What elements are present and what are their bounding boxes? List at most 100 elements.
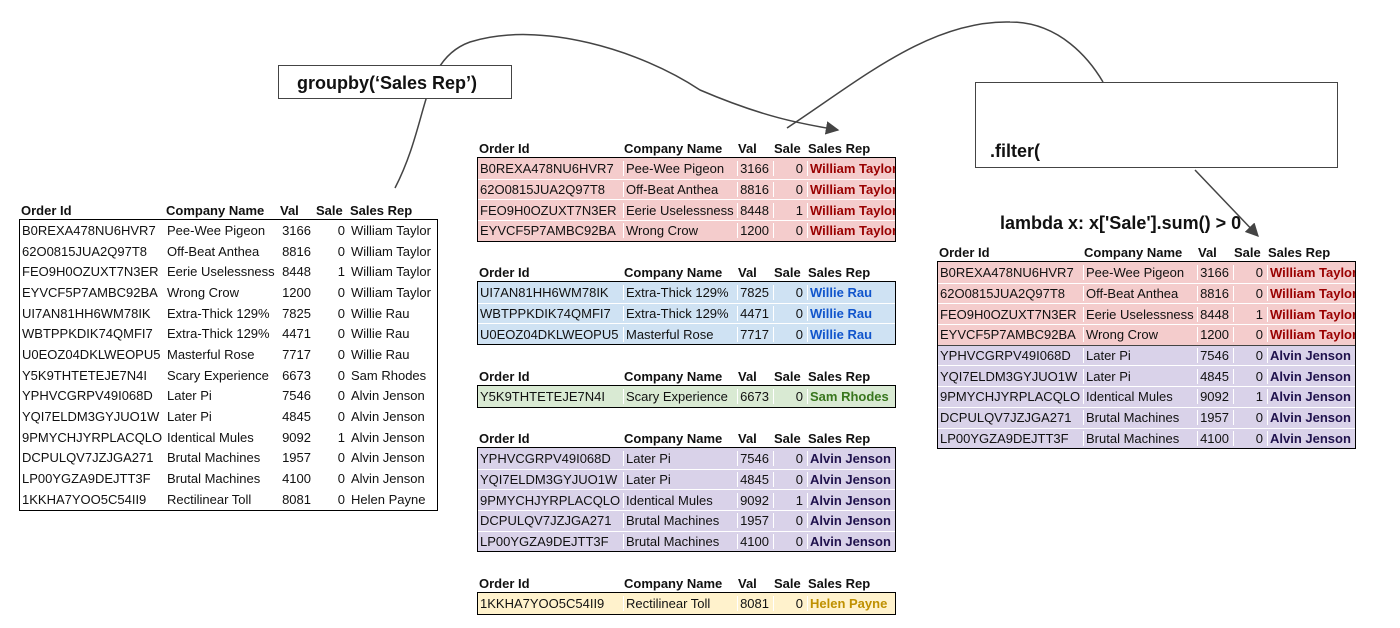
column-header: Company Name — [624, 140, 723, 156]
company-name-cell: Brutal Machines — [1083, 430, 1197, 446]
order-id-cell: UI7AN81HH6WM78IK — [22, 305, 151, 321]
order-id-cell: 9PMYCHJYRPLACQLO — [940, 389, 1081, 405]
val-cell: 8448 — [282, 264, 311, 280]
filter-arrow — [786, 21, 1104, 129]
sale-cell: 0 — [337, 305, 345, 321]
company-name-cell: Wrong Crow — [1083, 327, 1197, 343]
order-id-cell: LP00YGZA9DEJTT3F — [22, 471, 151, 487]
sale-cell: 0 — [773, 472, 807, 488]
sales-rep-cell: William Taylor — [807, 160, 895, 176]
filter-label-box: .filter( lambda x: x['Sale'].sum() > 0 ) — [975, 82, 1338, 305]
sale-cell: 0 — [337, 326, 345, 342]
column-header: Val — [738, 140, 757, 156]
sale-cell: 0 — [773, 513, 807, 529]
column-header: Sales Rep — [808, 140, 871, 156]
val-cell: 1957 — [737, 513, 773, 529]
column-header: Company Name — [624, 575, 723, 591]
sales-rep-cell: Willie Rau — [807, 284, 895, 300]
company-name-cell: Identical Mules — [623, 492, 737, 508]
order-id-cell: 62O0815JUA2Q97T8 — [22, 243, 148, 259]
company-name-cell: Brutal Machines — [623, 513, 737, 529]
sales-rep-cell: William Taylor — [1267, 306, 1355, 322]
sales-rep-cell: Alvin Jenson — [807, 472, 895, 488]
sales-rep-cell: Willie Rau — [351, 346, 410, 362]
sale-cell: 1 — [773, 492, 807, 508]
order-id-cell: DCPULQV7JZJGA271 — [940, 410, 1072, 426]
val-cell: 1200 — [1197, 327, 1233, 343]
column-header: Sale — [1234, 244, 1261, 260]
val-cell: 7546 — [737, 450, 773, 466]
company-name-cell: Extra-Thick 129% — [167, 326, 270, 342]
column-header: Sale — [774, 430, 801, 446]
val-cell: 7717 — [282, 346, 311, 362]
sales-rep-cell: Alvin Jenson — [1267, 410, 1355, 426]
sales-rep-cell: Alvin Jenson — [1267, 348, 1355, 364]
sale-cell: 0 — [337, 284, 345, 300]
sales-rep-cell: Helen Payne — [807, 595, 895, 611]
val-cell: 1957 — [282, 450, 311, 466]
val-cell: 4471 — [737, 306, 773, 322]
val-cell: 4845 — [282, 409, 311, 425]
sales-rep-cell: William Taylor — [351, 264, 431, 280]
company-name-cell: Pee-Wee Pigeon — [1083, 264, 1197, 280]
sales-rep-cell: William Taylor — [1267, 286, 1355, 302]
val-cell: 4845 — [737, 472, 773, 488]
val-cell: 9092 — [737, 492, 773, 508]
order-id-cell: 9PMYCHJYRPLACQLO — [480, 492, 621, 508]
val-cell: 9092 — [1197, 389, 1233, 405]
val-cell: 4845 — [1197, 368, 1233, 384]
val-cell: 6673 — [737, 388, 773, 404]
sales-rep-cell: Alvin Jenson — [1267, 430, 1355, 446]
order-id-cell: U0EOZ04DKLWEOPU5 — [22, 346, 161, 362]
sales-rep-cell: Alvin Jenson — [807, 450, 895, 466]
val-cell: 4471 — [282, 326, 311, 342]
sale-cell: 1 — [1233, 306, 1267, 322]
column-header: Sales Rep — [808, 575, 871, 591]
column-header: Sales Rep — [1268, 244, 1331, 260]
filter-label-line: lambda x: x['Sale'].sum() > 0 — [990, 213, 1242, 233]
order-id-cell: 62O0815JUA2Q97T8 — [480, 182, 606, 198]
order-id-cell: 1KKHA7YOO5C54II9 — [22, 491, 147, 507]
sale-cell: 0 — [337, 367, 345, 383]
val-cell: 7825 — [737, 284, 773, 300]
order-id-cell: YPHVCGRPV49I068D — [22, 388, 153, 404]
column-header: Company Name — [624, 264, 723, 280]
sale-cell: 0 — [773, 534, 807, 550]
column-header: Val — [738, 575, 757, 591]
column-header: Order Id — [939, 244, 990, 260]
sale-cell: 0 — [773, 306, 807, 322]
order-id-cell: 62O0815JUA2Q97T8 — [940, 286, 1066, 302]
sales-rep-cell: Sam Rhodes — [807, 388, 895, 404]
sale-cell: 0 — [1233, 348, 1267, 364]
val-cell: 8816 — [1197, 286, 1233, 302]
company-name-cell: Scary Experience — [167, 367, 269, 383]
column-header: Order Id — [479, 430, 530, 446]
filter-label-line: .filter( — [990, 141, 1041, 161]
val-cell: 8448 — [1197, 306, 1233, 322]
order-id-cell: FEO9H0OZUXT7N3ER — [940, 306, 1077, 322]
order-id-cell: 9PMYCHJYRPLACQLO — [22, 429, 163, 445]
company-name-cell: Brutal Machines — [167, 450, 261, 466]
company-name-cell: Later Pi — [167, 409, 212, 425]
sale-cell: 0 — [337, 409, 345, 425]
order-id-cell: YQI7ELDM3GYJUO1W — [480, 472, 618, 488]
